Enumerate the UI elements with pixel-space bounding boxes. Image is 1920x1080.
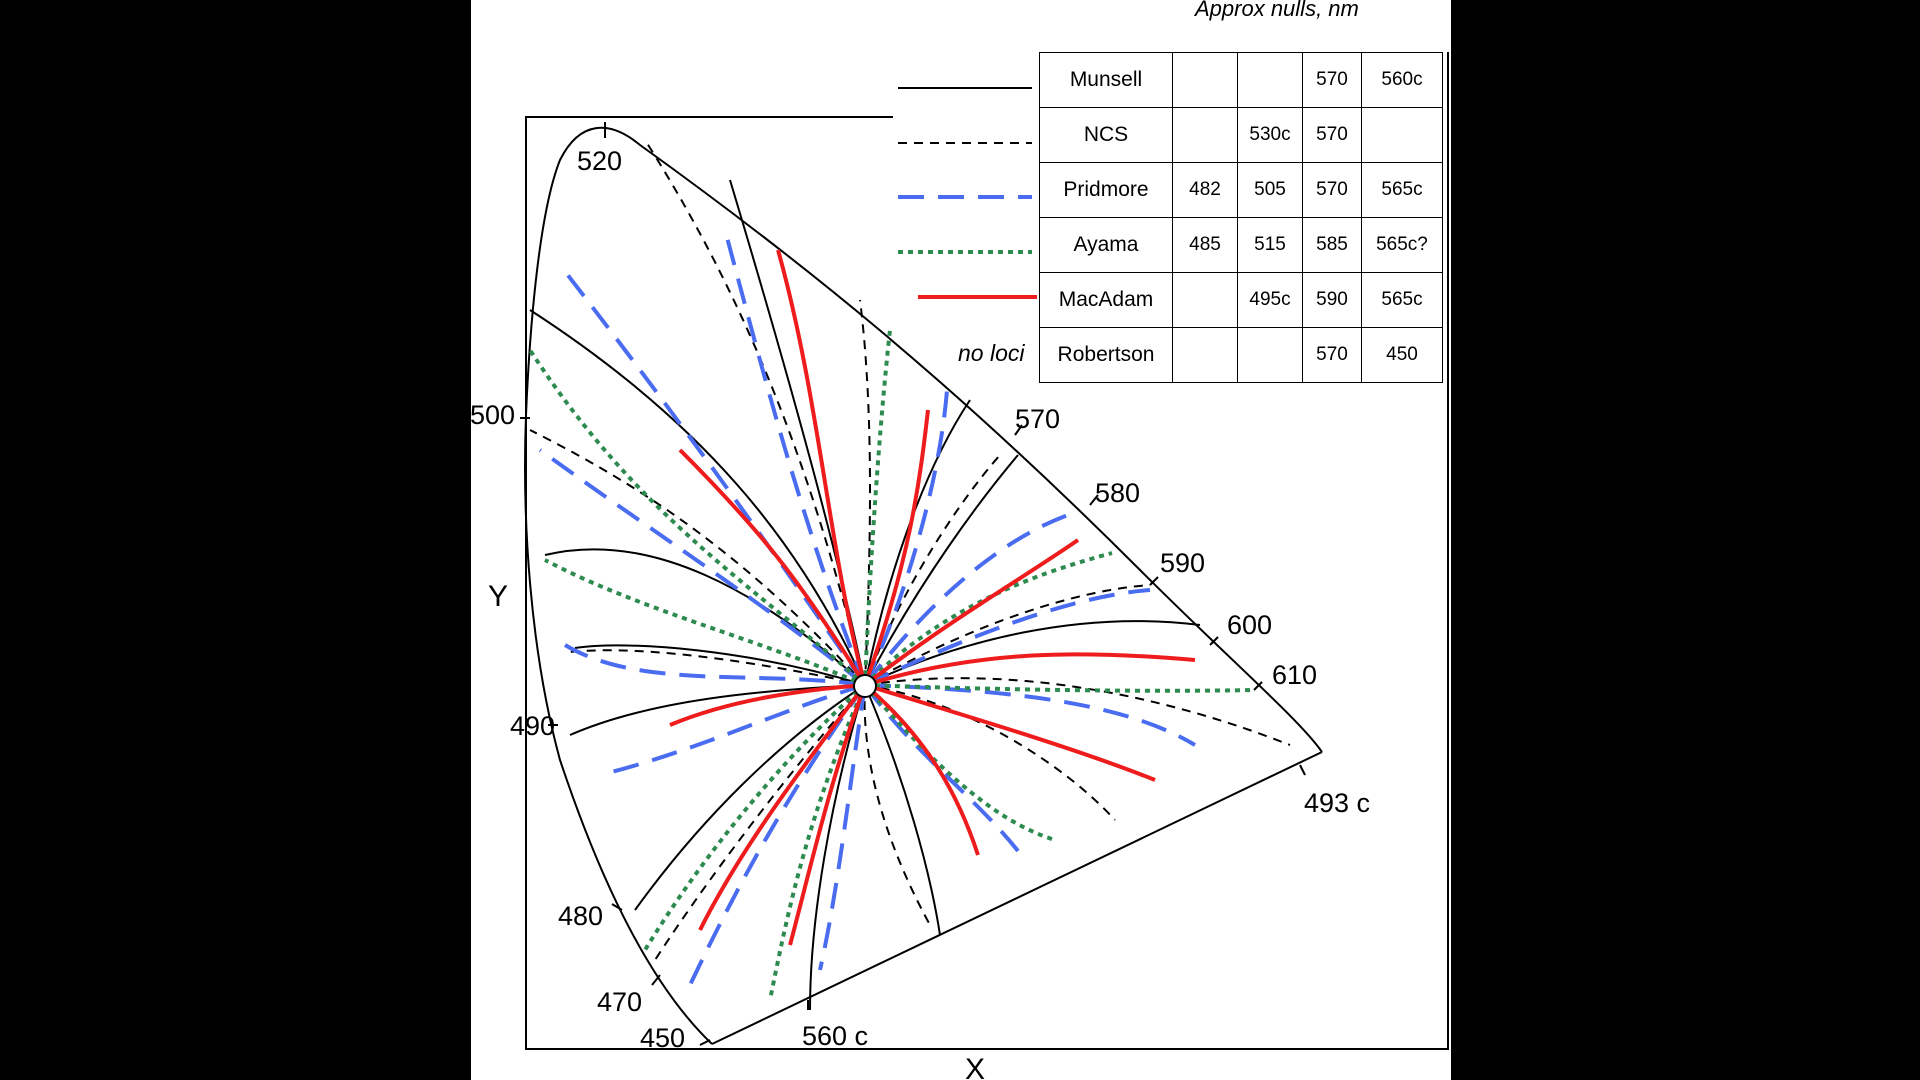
null-cell — [1172, 327, 1238, 383]
system-name: Munsell — [1039, 52, 1173, 108]
x-axis-label: X — [965, 1053, 985, 1080]
nulls-table: Munsell 570 560c NCS 530c 570 Pridmore 4… — [1039, 52, 1443, 383]
null-cell: 482 — [1172, 162, 1238, 218]
wl-label: 560 c — [802, 1021, 868, 1051]
null-cell: 570 — [1302, 327, 1362, 383]
null-cell: 570 — [1302, 107, 1362, 163]
null-cell — [1361, 107, 1443, 163]
wl-label: 610 — [1272, 660, 1317, 690]
table-row: MacAdam 495c 590 565c — [1039, 272, 1443, 328]
wl-label: 470 — [597, 987, 642, 1017]
wl-label: 590 — [1160, 548, 1205, 578]
no-loci-label: no loci — [958, 340, 1025, 366]
null-cell: 565c? — [1361, 217, 1443, 273]
null-cell: 515 — [1237, 217, 1303, 273]
wavelength-labels: 520 500 490 480 470 450 560 c 570 580 59… — [470, 146, 1370, 1053]
macadam-loci — [669, 249, 1196, 946]
table-row: NCS 530c 570 — [1039, 107, 1443, 163]
spectrum-locus — [524, 126, 1323, 1045]
null-cell: 485 — [1172, 217, 1238, 273]
null-cell: 505 — [1237, 162, 1303, 218]
white-point — [853, 674, 877, 698]
null-cell — [1172, 107, 1238, 163]
wl-label: 570 — [1015, 404, 1060, 434]
null-cell — [1172, 52, 1238, 108]
table-title: Approx nulls, nm — [1195, 0, 1359, 21]
ncs-loci — [529, 139, 1291, 961]
null-cell: 570 — [1302, 52, 1362, 108]
wavelength-ticks — [520, 122, 1306, 1046]
purple-line — [711, 751, 1323, 1045]
table-row: Ayama 485 515 585 565c? — [1039, 217, 1443, 273]
system-name: NCS — [1039, 107, 1173, 163]
wl-label: 500 — [470, 400, 515, 430]
wl-label: 493 c — [1304, 788, 1370, 818]
null-cell: 570 — [1302, 162, 1362, 218]
system-name: Robertson — [1039, 327, 1173, 383]
table-row: Pridmore 482 505 570 565c — [1039, 162, 1443, 218]
wl-label: 580 — [1095, 478, 1140, 508]
null-cell: 565c — [1361, 162, 1443, 218]
null-cell: 560c — [1361, 52, 1443, 108]
null-cell — [1237, 52, 1303, 108]
wl-label: 490 — [510, 711, 555, 741]
y-axis-label: Y — [488, 580, 508, 613]
null-cell: 530c — [1237, 107, 1303, 163]
null-cell: 590 — [1302, 272, 1362, 328]
legend-lines — [898, 87, 1037, 299]
system-name: Ayama — [1039, 217, 1173, 273]
null-cell — [1172, 272, 1238, 328]
wl-label: 480 — [558, 901, 603, 931]
null-cell — [1237, 327, 1303, 383]
system-name: Pridmore — [1039, 162, 1173, 218]
table-row: Robertson 570 450 — [1039, 327, 1443, 383]
null-cell: 495c — [1237, 272, 1303, 328]
wl-label: 450 — [640, 1023, 685, 1053]
wl-label: 600 — [1227, 610, 1272, 640]
table-row: Munsell 570 560c — [1039, 52, 1443, 108]
null-cell: 565c — [1361, 272, 1443, 328]
wl-label: 520 — [577, 146, 622, 176]
pridmore-loci — [538, 229, 1197, 986]
null-cell: 585 — [1302, 217, 1362, 273]
system-name: MacAdam — [1039, 272, 1173, 328]
null-cell: 450 — [1361, 327, 1443, 383]
axes-frame — [525, 52, 1449, 1050]
